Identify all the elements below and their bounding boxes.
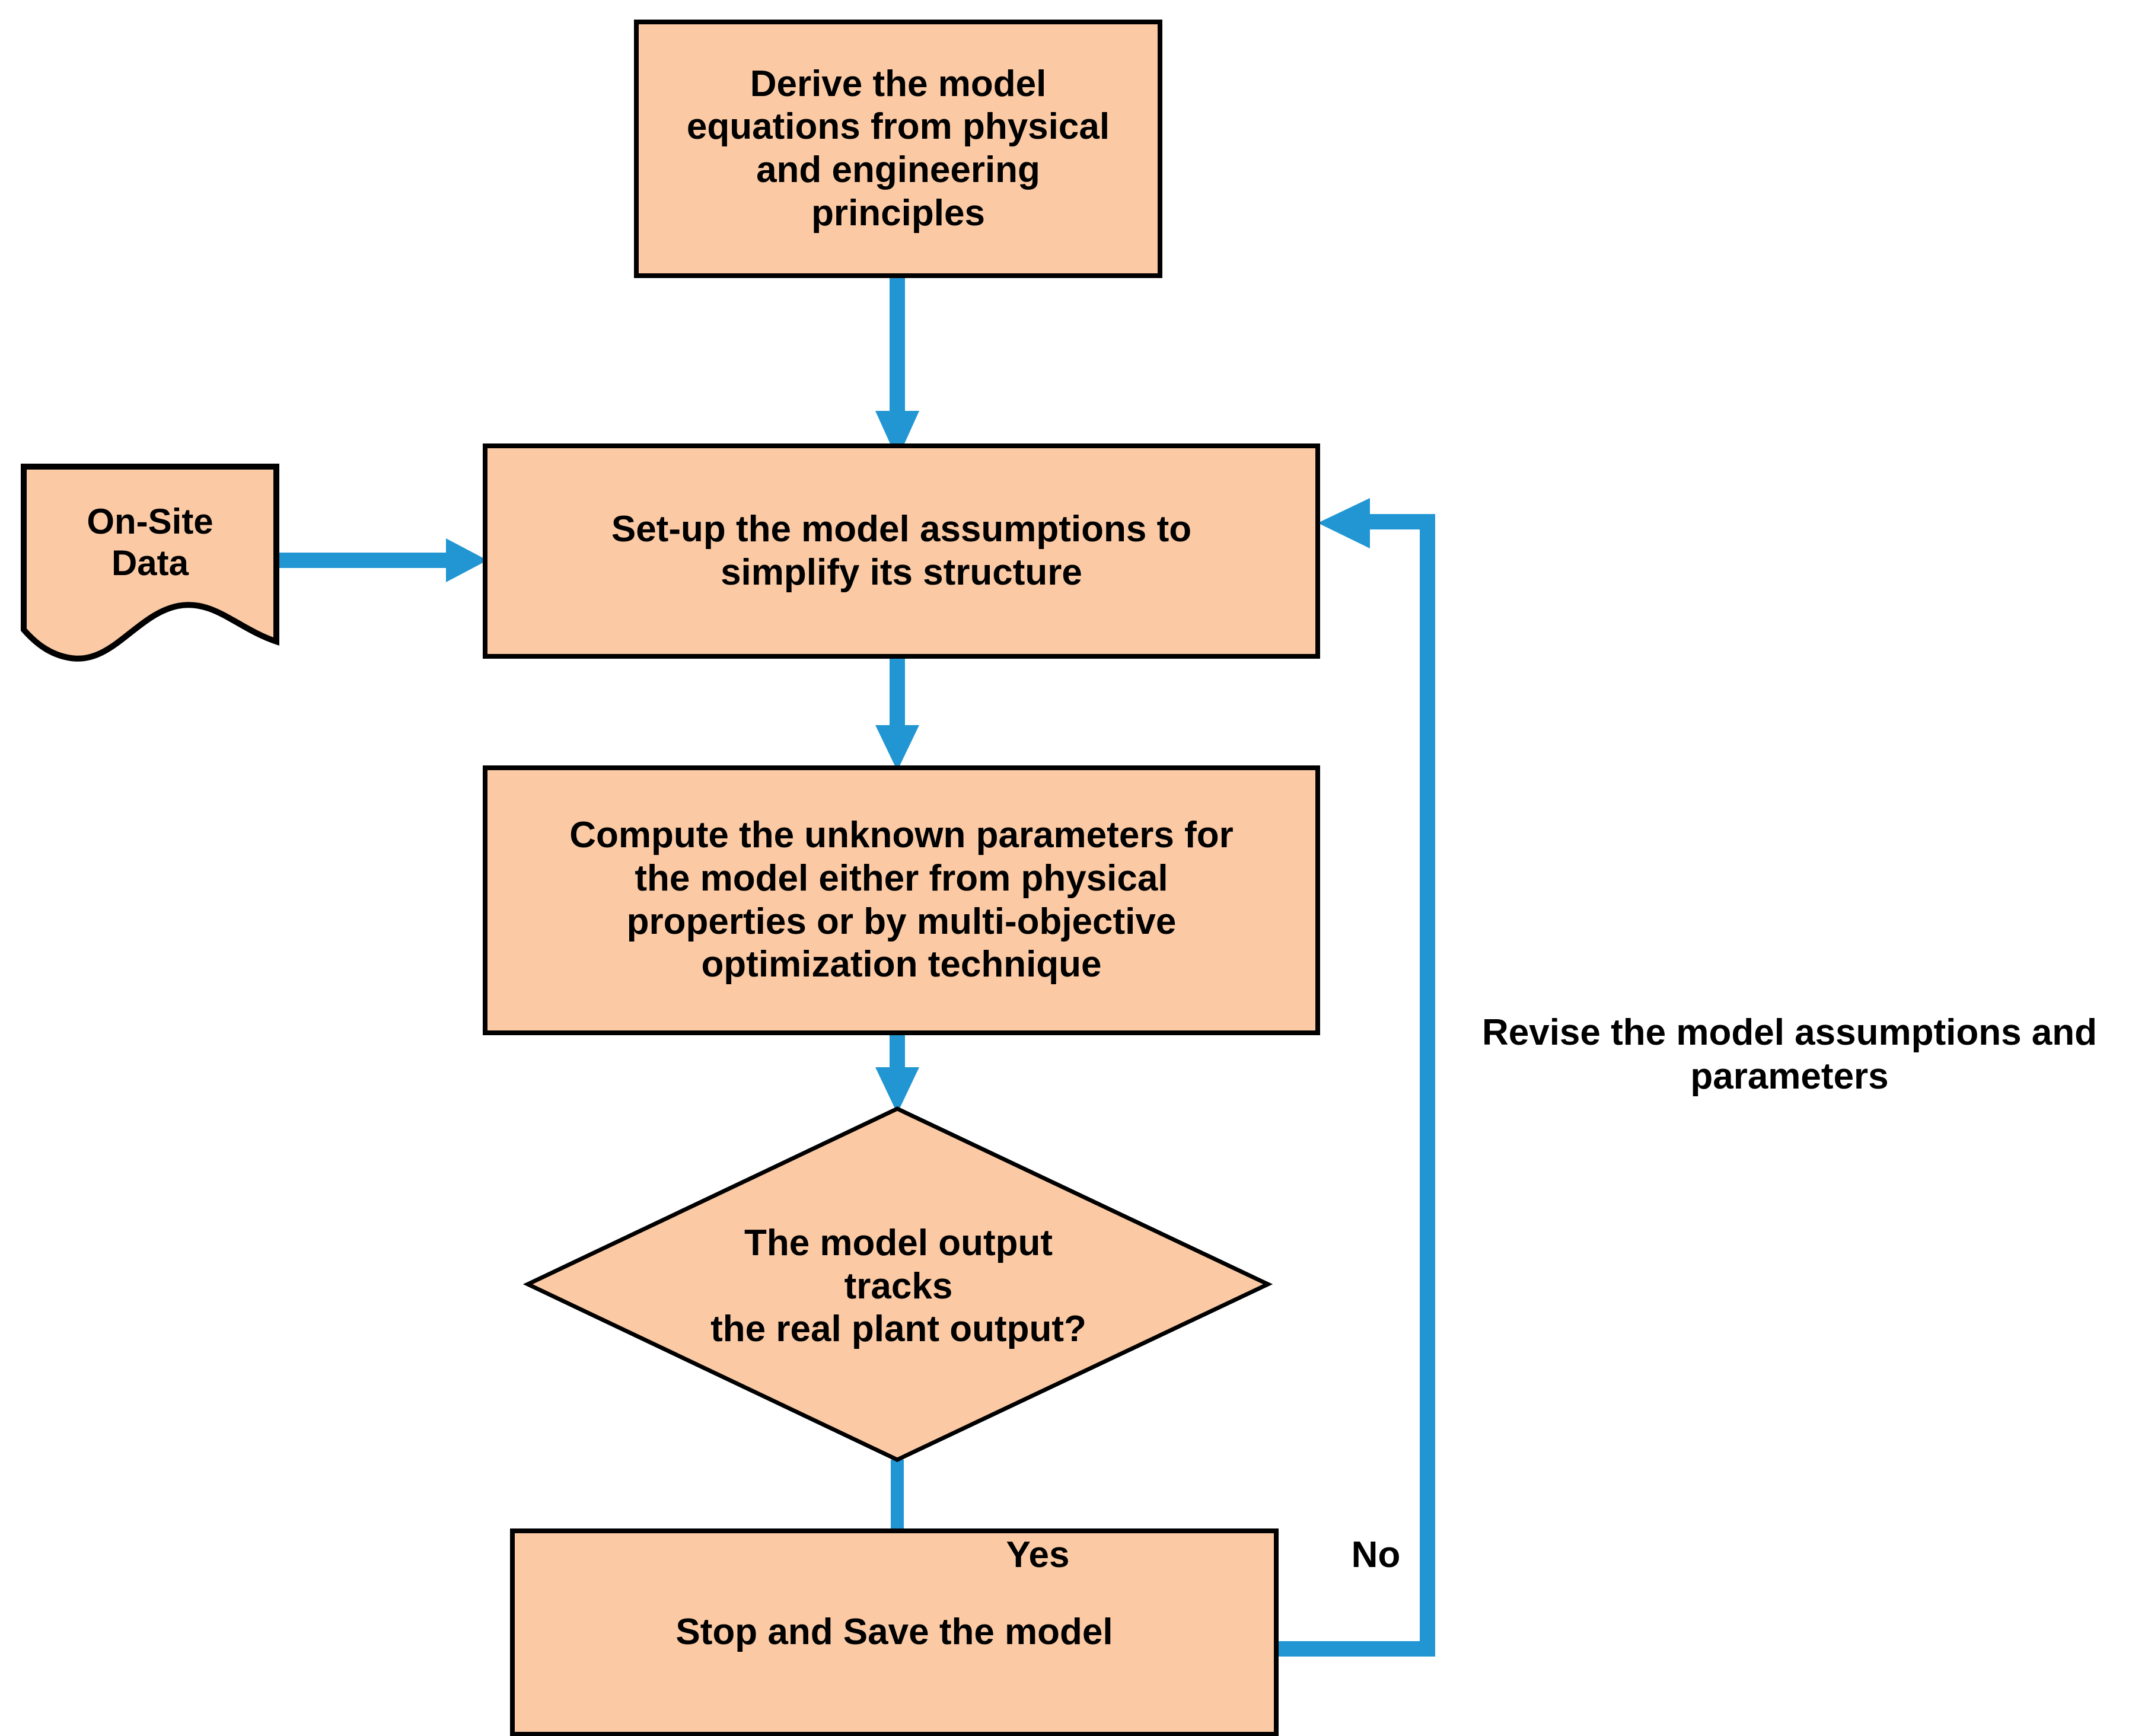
connector-compute-to-decision bbox=[875, 1032, 919, 1113]
edge-label-no: No bbox=[1351, 1534, 1401, 1575]
node-set-up-assumptions[interactable] bbox=[483, 443, 1320, 659]
connector-setup-to-compute bbox=[875, 655, 919, 771]
connector-data-to-setup bbox=[261, 538, 487, 582]
node-stop-and-save[interactable] bbox=[510, 1528, 1279, 1736]
node-model-output-tracks-decision[interactable] bbox=[522, 1106, 1273, 1462]
connector-derive-to-setup bbox=[875, 276, 919, 459]
connector-no-feedback-loop bbox=[1275, 498, 1435, 1657]
node-on-site-data[interactable] bbox=[21, 464, 279, 662]
node-derive-model-equations[interactable] bbox=[634, 20, 1162, 278]
edge-label-revise-assumptions: Revise the model assumptions and paramet… bbox=[1481, 1012, 2098, 1097]
edge-label-yes: Yes bbox=[1006, 1534, 1070, 1575]
node-compute-parameters[interactable] bbox=[483, 765, 1320, 1035]
